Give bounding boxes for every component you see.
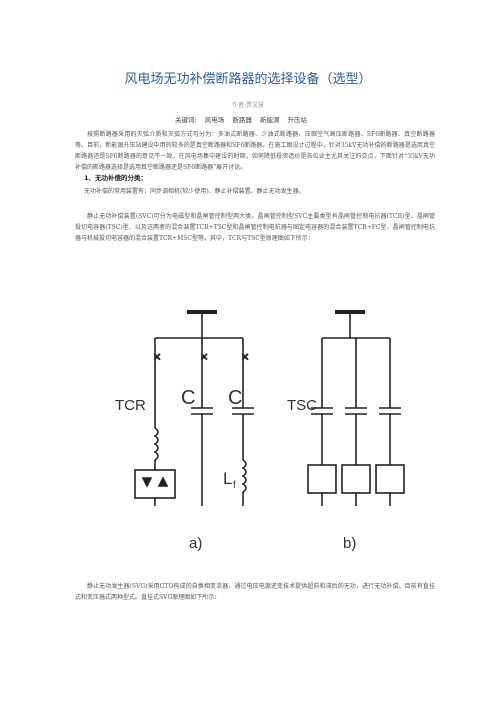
label-lf-sub: f bbox=[233, 480, 236, 491]
document-title: 风电场无功补偿断路器的选择设备（选型） bbox=[124, 72, 372, 87]
circuit-svg: × × × bbox=[115, 310, 405, 552]
breaker-mark: × bbox=[200, 352, 208, 363]
caption-a: a) bbox=[189, 535, 202, 552]
lf-inductor bbox=[241, 459, 247, 493]
circuit-diagram: × × × bbox=[115, 300, 415, 560]
label-tsc: TSC bbox=[287, 397, 317, 414]
tsc-branch bbox=[375, 338, 405, 506]
keyword: 断路器 bbox=[232, 116, 252, 124]
breaker-mark: × bbox=[241, 352, 249, 363]
label-lf: L bbox=[223, 469, 232, 488]
compensation-types: 无功补偿的常用装置有：同步调相机(较少使用)、静止补偿装置、静止无功发生器。 bbox=[84, 188, 305, 195]
svg-paragraph: 静止无功发生器(SVG)采用GTO构成的自换相变流器，通过电压电源逆变技术提供超… bbox=[75, 583, 435, 601]
tsc-branch bbox=[307, 338, 337, 506]
section-heading: 1、无功补偿的分类： bbox=[84, 174, 148, 182]
keyword: 风电场 bbox=[204, 116, 225, 124]
keywords-line: 关键词: 风电场 断路器 新能源 升压站 bbox=[175, 114, 313, 124]
tcr-thyristor-box bbox=[134, 469, 176, 499]
author-line: 作者:贾文慧 bbox=[231, 102, 265, 109]
keywords-label: 关键词: bbox=[175, 116, 197, 124]
label-tcr: TCR bbox=[115, 397, 146, 414]
label-c1: C bbox=[181, 387, 195, 409]
thyristor-1 bbox=[141, 477, 153, 488]
keyword: 升压站 bbox=[287, 116, 308, 124]
breaker-mark: × bbox=[153, 352, 161, 363]
label-c2: C bbox=[228, 387, 242, 409]
caption-b: b) bbox=[343, 535, 356, 552]
tcr-inductor bbox=[153, 427, 159, 461]
keyword: 新能源 bbox=[259, 116, 280, 124]
thyristor-2 bbox=[157, 476, 169, 487]
intro-paragraph: 按照断路器采用的灭弧介质和灭弧方式可分为：多油式断路器、少油式断路器、压缩空气高… bbox=[75, 131, 435, 171]
tsc-branch bbox=[341, 338, 371, 506]
svc-paragraph: 静止无功补偿装置(SVC)可分为电磁型和晶闸管控制型两大类。晶闸管控制型SVC主… bbox=[75, 213, 435, 242]
